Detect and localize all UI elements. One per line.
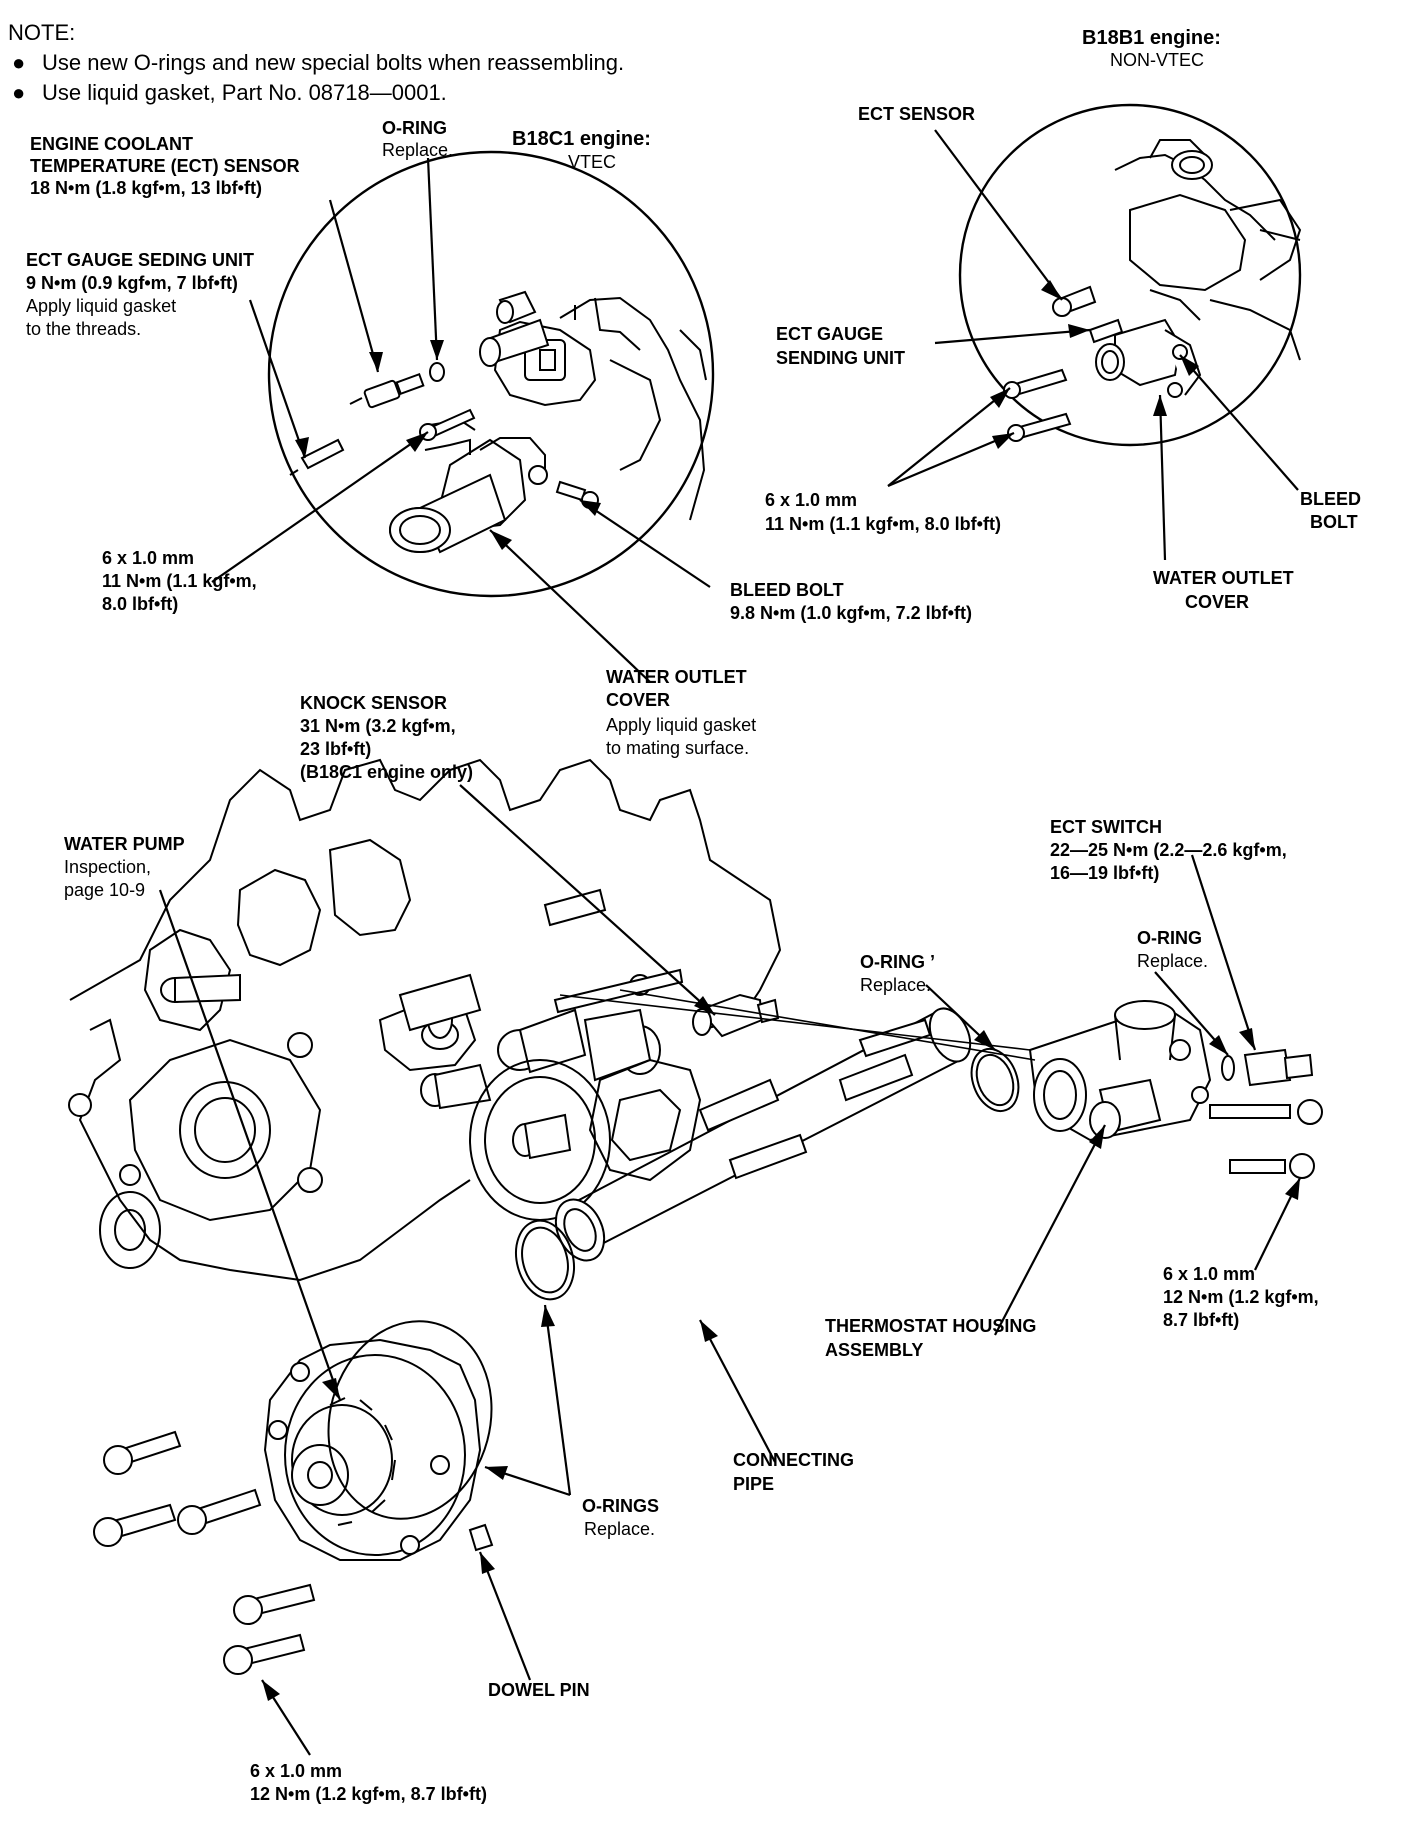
b18c1-thermostat-housing-art [289,290,707,554]
ect-sensor-left-line-1: ENGINE COOLANT [30,134,193,154]
callout-water-outlet-left: WATER OUTLET COVER Apply liquid gasket t… [606,667,756,758]
callout-bolt-right: 6 x 1.0 mm 11 N•m (1.1 kgf•m, 8.0 lbf•ft… [765,490,1001,534]
bolt-pump-line-1: 6 x 1.0 mm [250,1761,342,1781]
callout-dowel-pin: DOWEL PIN [488,1680,590,1700]
callout-ect-switch: ECT SWITCH 22—25 N•m (2.2—2.6 kgf•m, 16—… [1050,817,1287,883]
callout-water-outlet-right: WATER OUTLET COVER [1153,568,1294,612]
bolt-thermostat-line-1: 6 x 1.0 mm [1163,1264,1255,1284]
knock-sensor-line-2: 31 N•m (3.2 kgf•m, [300,716,456,736]
b18b1-detail-circle [958,103,1302,447]
water-pump-line-1: WATER PUMP [64,834,185,854]
ect-gauge-left-line-1: ECT GAUGE SEDING UNIT [26,250,254,270]
note-line-1: Use new O-rings and new special bolts wh… [42,50,624,75]
water-outlet-left-line-4: to mating surface. [606,738,749,758]
connecting-pipe-line-1: CONNECTING [733,1450,854,1470]
bolt-left-line-3: 8.0 lbf•ft) [102,594,178,614]
bolt-right-line-2: 11 N•m (1.1 kgf•m, 8.0 lbf•ft) [765,514,1001,534]
ect-gauge-right-line-1: ECT GAUGE [776,324,883,344]
oring-top-line-1: O-RING [382,118,447,138]
callout-bolt-pump: 6 x 1.0 mm 12 N•m (1.2 kgf•m, 8.7 lbf•ft… [250,1761,487,1804]
callout-bleed-bolt-right: BLEED BOLT [1300,489,1361,532]
bolt-thermostat-line-2: 12 N•m (1.2 kgf•m, [1163,1287,1319,1307]
callout-knock-sensor: KNOCK SENSOR 31 N•m (3.2 kgf•m, 23 lbf•f… [300,693,473,782]
oring-top-line-2: Replace. [382,140,453,160]
bolt-right-line-1: 6 x 1.0 mm [765,490,857,510]
callout-bolt-left: 6 x 1.0 mm 11 N•m (1.1 kgf•m, 8.0 lbf•ft… [102,548,257,614]
ect-switch-line-1: ECT SWITCH [1050,817,1162,837]
bleed-bolt-right-line-1: BLEED [1300,489,1361,509]
callout-ect-sensor-right: ECT SENSOR [858,104,975,124]
thermostat-housing-art [1028,1000,1323,1179]
callout-ect-sensor-left: ENGINE COOLANT TEMPERATURE (ECT) SENSOR … [30,134,300,198]
water-outlet-left-line-3: Apply liquid gasket [606,715,756,735]
note-bullet-2: ● [12,80,25,105]
bolt-left-line-1: 6 x 1.0 mm [102,548,194,568]
ect-switch-line-2: 22—25 N•m (2.2—2.6 kgf•m, [1050,840,1287,860]
engine-block-art [68,758,782,1282]
bolt-thermostat-line-3: 8.7 lbf•ft) [1163,1310,1239,1330]
oring-mid-line-2: Replace. [860,975,931,995]
water-outlet-left-line-2: COVER [606,690,670,710]
connecting-pipe-o-ring-art [970,1048,1020,1112]
callout-ect-gauge-left: ECT GAUGE SEDING UNIT 9 N•m (0.9 kgf•m, … [26,250,254,339]
leader-lines [158,129,1301,1756]
callout-connecting-pipe: CONNECTING PIPE [733,1450,854,1494]
engine-heading-b18c1: B18C1 engine: VTEC [512,128,651,172]
callout-oring-top: O-RING Replace. [382,118,453,160]
knock-sensor-line-3: 23 lbf•ft) [300,739,371,759]
bleed-bolt-right-line-2: BOLT [1310,512,1358,532]
orings-pump-line-2: Replace. [584,1519,655,1539]
knock-sensor-line-1: KNOCK SENSOR [300,693,447,713]
ect-switch-line-3: 16—19 lbf•ft) [1050,863,1159,883]
b18b1-thermostat-housing-art [1003,139,1302,442]
note-bullet-1: ● [12,50,25,75]
ect-sensor-left-line-3: 18 N•m (1.8 kgf•m, 13 lbf•ft) [30,178,262,198]
callout-bolt-thermostat: 6 x 1.0 mm 12 N•m (1.2 kgf•m, 8.7 lbf•ft… [1163,1264,1319,1330]
dowel-pin-line-1: DOWEL PIN [488,1680,590,1700]
bolt-left-line-2: 11 N•m (1.1 kgf•m, [102,571,257,591]
ect-sensor-left-line-2: TEMPERATURE (ECT) SENSOR [30,156,300,176]
bleed-bolt-left-line-1: BLEED BOLT [730,580,844,600]
ect-gauge-left-line-4: to the threads. [26,319,141,339]
bleed-bolt-left-line-2: 9.8 N•m (1.0 kgf•m, 7.2 lbf•ft) [730,603,972,623]
water-pump-art [263,1219,575,1561]
water-outlet-right-line-1: WATER OUTLET [1153,568,1294,588]
callout-oring-right: O-RING Replace. [1137,928,1208,971]
callout-orings-pump: O-RINGS Replace. [582,1496,659,1539]
b18c1-detail-circle [267,150,715,598]
callout-bleed-bolt-left: BLEED BOLT 9.8 N•m (1.0 kgf•m, 7.2 lbf•f… [730,580,972,623]
water-pump-line-2: Inspection, [64,857,151,877]
callout-ect-gauge-right: ECT GAUGE SENDING UNIT [776,324,905,368]
ect-sensor-right-line-1: ECT SENSOR [858,104,975,124]
ect-gauge-left-line-2: 9 N•m (0.9 kgf•m, 7 lbf•ft) [26,273,238,293]
callout-water-pump: WATER PUMP Inspection, page 10-9 [64,834,185,900]
water-pump-line-3: page 10-9 [64,880,145,900]
engine-heading-b18b1: B18B1 engine: NON-VTEC [1082,27,1221,70]
ect-gauge-right-line-2: SENDING UNIT [776,348,905,368]
thermostat-line-2: ASSEMBLY [825,1340,923,1360]
connecting-pipe-line-2: PIPE [733,1474,774,1494]
ect-gauge-left-line-3: Apply liquid gasket [26,296,176,316]
oring-right-line-1: O-RING [1137,928,1202,948]
thermostat-line-1: THERMOSTAT HOUSING [825,1316,1036,1336]
note-line-2: Use liquid gasket, Part No. 08718—0001. [42,80,447,105]
orings-pump-line-1: O-RINGS [582,1496,659,1516]
b18b1-engine-name: B18B1 engine: [1082,27,1221,49]
bolt-pump-line-2: 12 N•m (1.2 kgf•m, 8.7 lbf•ft) [250,1784,487,1804]
oring-mid-line-1: O-RING ’ [860,952,935,972]
b18c1-engine-name: B18C1 engine: [512,128,651,150]
connecting-pipe-art [554,1007,972,1262]
note-block: NOTE: ● Use new O-rings and new special … [8,20,624,105]
b18b1-engine-sub: NON-VTEC [1110,50,1204,70]
callout-thermostat-housing: THERMOSTAT HOUSING ASSEMBLY [825,1316,1036,1360]
callout-oring-mid: O-RING ’ Replace. [860,952,935,995]
water-pump-bolts-art [93,1430,316,1675]
note-heading: NOTE: [8,20,75,45]
oring-right-line-2: Replace. [1137,951,1208,971]
b18c1-engine-sub: VTEC [568,152,616,172]
knock-sensor-line-4: (B18C1 engine only) [300,762,473,782]
water-outlet-left-line-1: WATER OUTLET [606,667,747,687]
water-outlet-right-line-2: COVER [1185,592,1249,612]
